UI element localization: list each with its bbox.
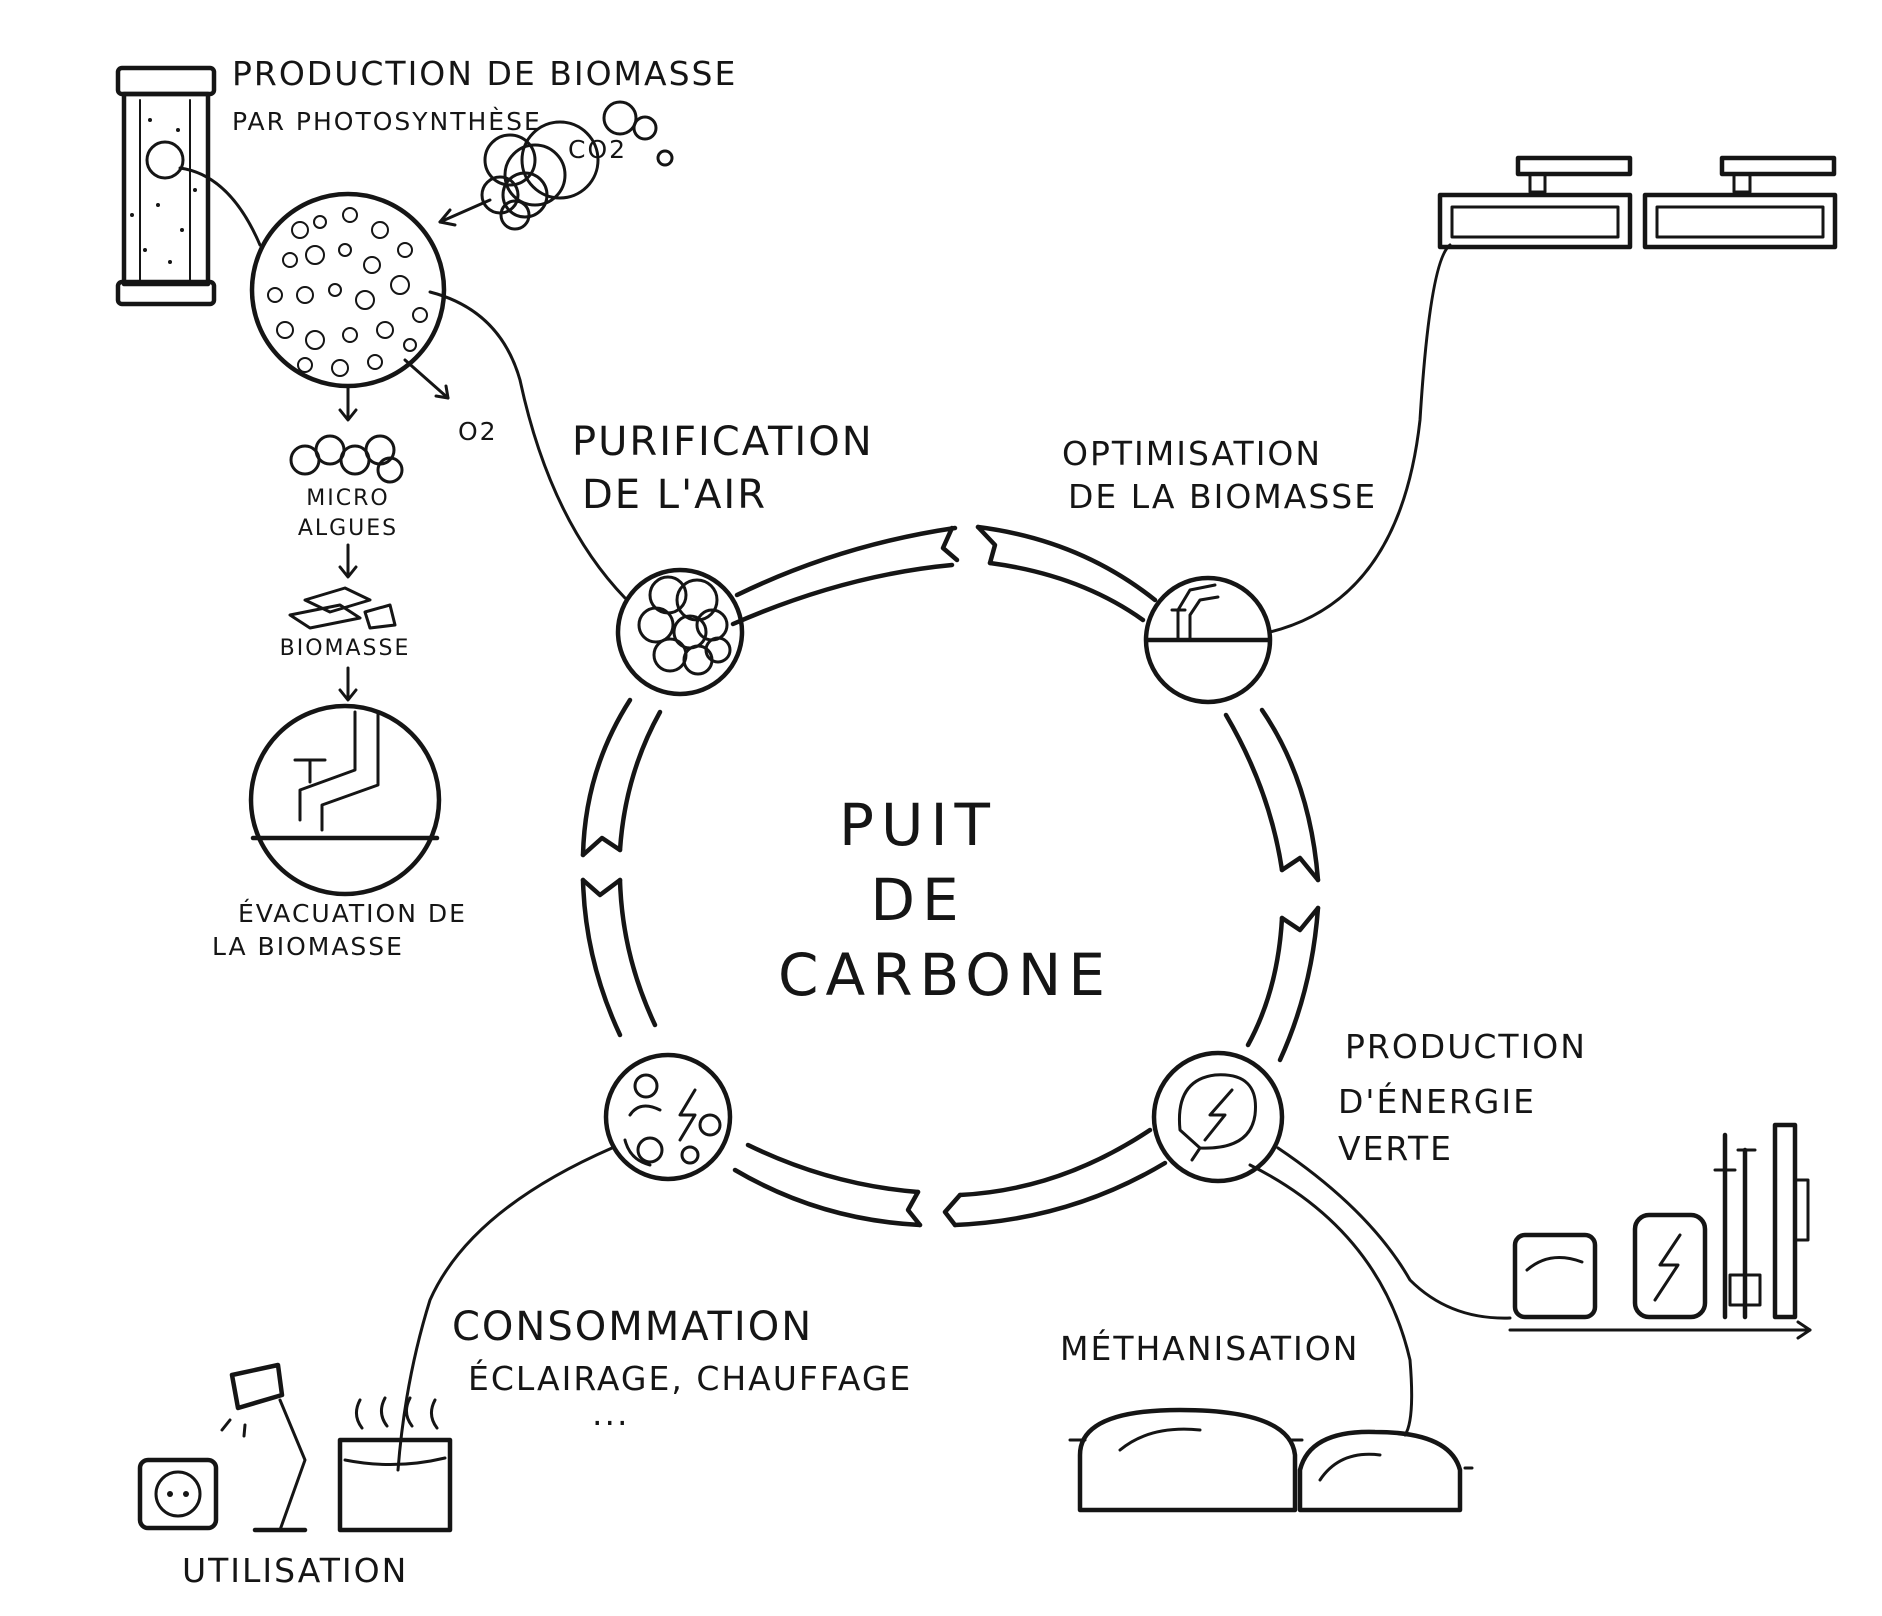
label-optimisation: OPTIMISATION DE LA BIOMASSE: [1062, 434, 1377, 516]
center-title-line-3: CARBONE: [778, 941, 1112, 1009]
label-production-energie: PRODUCTION D'ÉNERGIE VERTE: [1338, 1027, 1587, 1168]
center-title: PUIT DE CARBONE: [778, 791, 1112, 1009]
utilisation-items-icon: [137, 1362, 453, 1533]
connector-lines: [178, 166, 1512, 1472]
label-photosynthese-line-1: PRODUCTION DE BIOMASSE: [232, 54, 737, 93]
label-micro-algues: MICRO ALGUES: [298, 486, 398, 541]
left-column-arrows: [338, 386, 358, 702]
label-micro-algues-line-1: MICRO: [306, 486, 389, 511]
power-plant-icon: [1508, 1122, 1812, 1340]
bubbles-icon: [637, 575, 732, 676]
power-socket-icon: [137, 1457, 219, 1531]
arc-bottom-left: [732, 1142, 923, 1228]
label-purification: PURIFICATION DE L'AIR: [572, 419, 874, 518]
label-consommation: CONSOMMATION ÉCLAIRAGE, CHAUFFAGE ...: [452, 1304, 912, 1433]
label-co2: CO2: [568, 135, 627, 164]
label-evacuation-line-1: ÉVACUATION DE: [238, 899, 467, 928]
label-photosynthese: PRODUCTION DE BIOMASSE PAR PHOTOSYNTHÈSE: [232, 54, 737, 136]
arrow-head-right: [1279, 855, 1321, 883]
o2-output: O2: [403, 358, 498, 446]
label-production-line-2: D'ÉNERGIE: [1338, 1081, 1536, 1121]
arc-right-lower: [1245, 905, 1321, 1063]
central-cycle-ring: [580, 524, 1321, 1228]
label-purification-line-1: PURIFICATION: [572, 419, 874, 465]
methanisation-digesters-icon: [1068, 1407, 1474, 1513]
arc-top-right: [975, 524, 1158, 623]
label-evacuation: ÉVACUATION DE LA BIOMASSE: [212, 899, 467, 961]
label-evacuation-line-2: LA BIOMASSE: [212, 932, 404, 961]
arc-consommation-to-purification: [580, 877, 658, 1038]
arrow-head-left: [580, 877, 623, 898]
node-optimisation: [1143, 575, 1273, 705]
connector-optimisation-to-tanks: [1268, 243, 1452, 634]
connector-energy-to-digesters: [1248, 1163, 1414, 1437]
label-utilisation: UTILISATION: [182, 1551, 408, 1590]
connector-tube-to-sphere: [178, 166, 262, 247]
label-photosynthese-line-2: PAR PHOTOSYNTHÈSE: [232, 107, 542, 136]
label-optimisation-line-2: DE LA BIOMASSE: [1068, 477, 1377, 516]
arc-purification-to-optimisation: [730, 525, 960, 627]
evacuation-pipe-icon: [248, 703, 442, 897]
biomasse-pile-icon: [288, 586, 397, 630]
label-o2: O2: [458, 417, 498, 446]
pipe-icon: [1170, 583, 1220, 642]
center-title-line-2: DE: [870, 866, 965, 934]
connector-energy-to-plants: [1276, 1146, 1512, 1320]
arc-optimisation-to-production: [1223, 707, 1321, 883]
node-purification: [615, 567, 745, 697]
label-consommation-line-1: CONSOMMATION: [452, 1304, 813, 1350]
node-production-energie: [1151, 1050, 1285, 1184]
microalgae-sphere-icon: [249, 191, 447, 389]
label-biomasse: BIOMASSE: [280, 636, 411, 661]
label-methanisation: MÉTHANISATION: [1060, 1328, 1359, 1368]
center-title-line-1: PUIT: [839, 791, 997, 859]
arrow-head-bottom: [942, 1192, 963, 1228]
energy-leaf-icon: [1177, 1073, 1257, 1162]
label-consommation-line-3: ...: [592, 1394, 629, 1433]
micro-algues-icon: [289, 434, 404, 484]
connector-sphere-to-purification: [428, 290, 627, 600]
label-micro-algues-line-2: ALGUES: [298, 516, 398, 541]
connector-consommation-to-utilisation: [396, 1146, 614, 1472]
label-consommation-line-2: ÉCLAIRAGE, CHAUFFAGE: [468, 1358, 912, 1398]
radiator-heat-icon: [337, 1396, 453, 1533]
arrow-head-top: [940, 525, 960, 563]
node-consommation: [603, 1052, 733, 1182]
arc-left-upper: [580, 697, 663, 858]
photobioreactor-tube-icon: [115, 65, 217, 307]
people-lightning-icon: [623, 1073, 722, 1167]
label-purification-line-2: DE L'AIR: [582, 472, 767, 518]
label-production-line-1: PRODUCTION: [1345, 1027, 1587, 1066]
co2-bubbles-icon: CO2: [438, 100, 674, 231]
label-production-line-3: VERTE: [1338, 1129, 1453, 1168]
label-optimisation-line-1: OPTIMISATION: [1062, 434, 1322, 473]
desk-lamp-icon: [220, 1362, 308, 1533]
storage-tanks-icon: [1437, 155, 1838, 250]
arc-production-to-consommation: [942, 1127, 1168, 1228]
